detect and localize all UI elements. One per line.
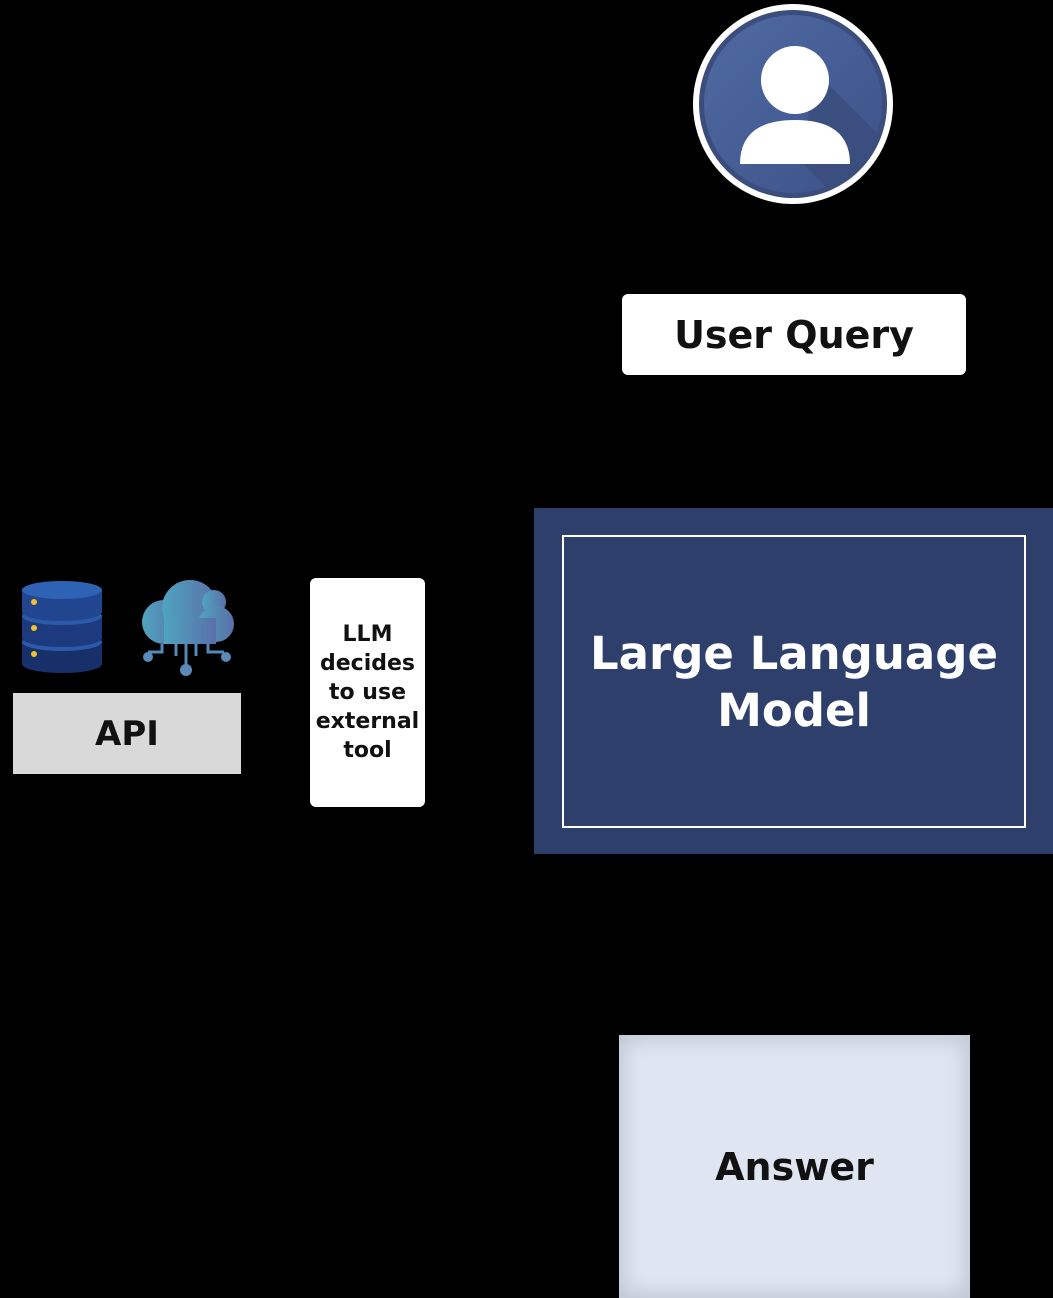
cloud-network-icon bbox=[140, 578, 236, 678]
user-query-label: User Query bbox=[674, 312, 914, 357]
llm-inner-frame: Large Language Model bbox=[562, 535, 1026, 828]
decision-label: LLM decides to use external tool bbox=[315, 622, 420, 763]
user-avatar-icon bbox=[693, 4, 893, 204]
answer-label: Answer bbox=[715, 1144, 874, 1189]
api-box: API bbox=[13, 693, 241, 774]
answer-box: Answer bbox=[619, 1035, 970, 1298]
database-icon bbox=[20, 580, 104, 676]
api-label: API bbox=[95, 713, 159, 754]
decision-note: LLM decides to use external tool bbox=[310, 578, 425, 807]
user-query-box: User Query bbox=[622, 294, 966, 375]
llm-label: Large Language Model bbox=[589, 626, 999, 737]
llm-block bbox=[534, 508, 1053, 854]
